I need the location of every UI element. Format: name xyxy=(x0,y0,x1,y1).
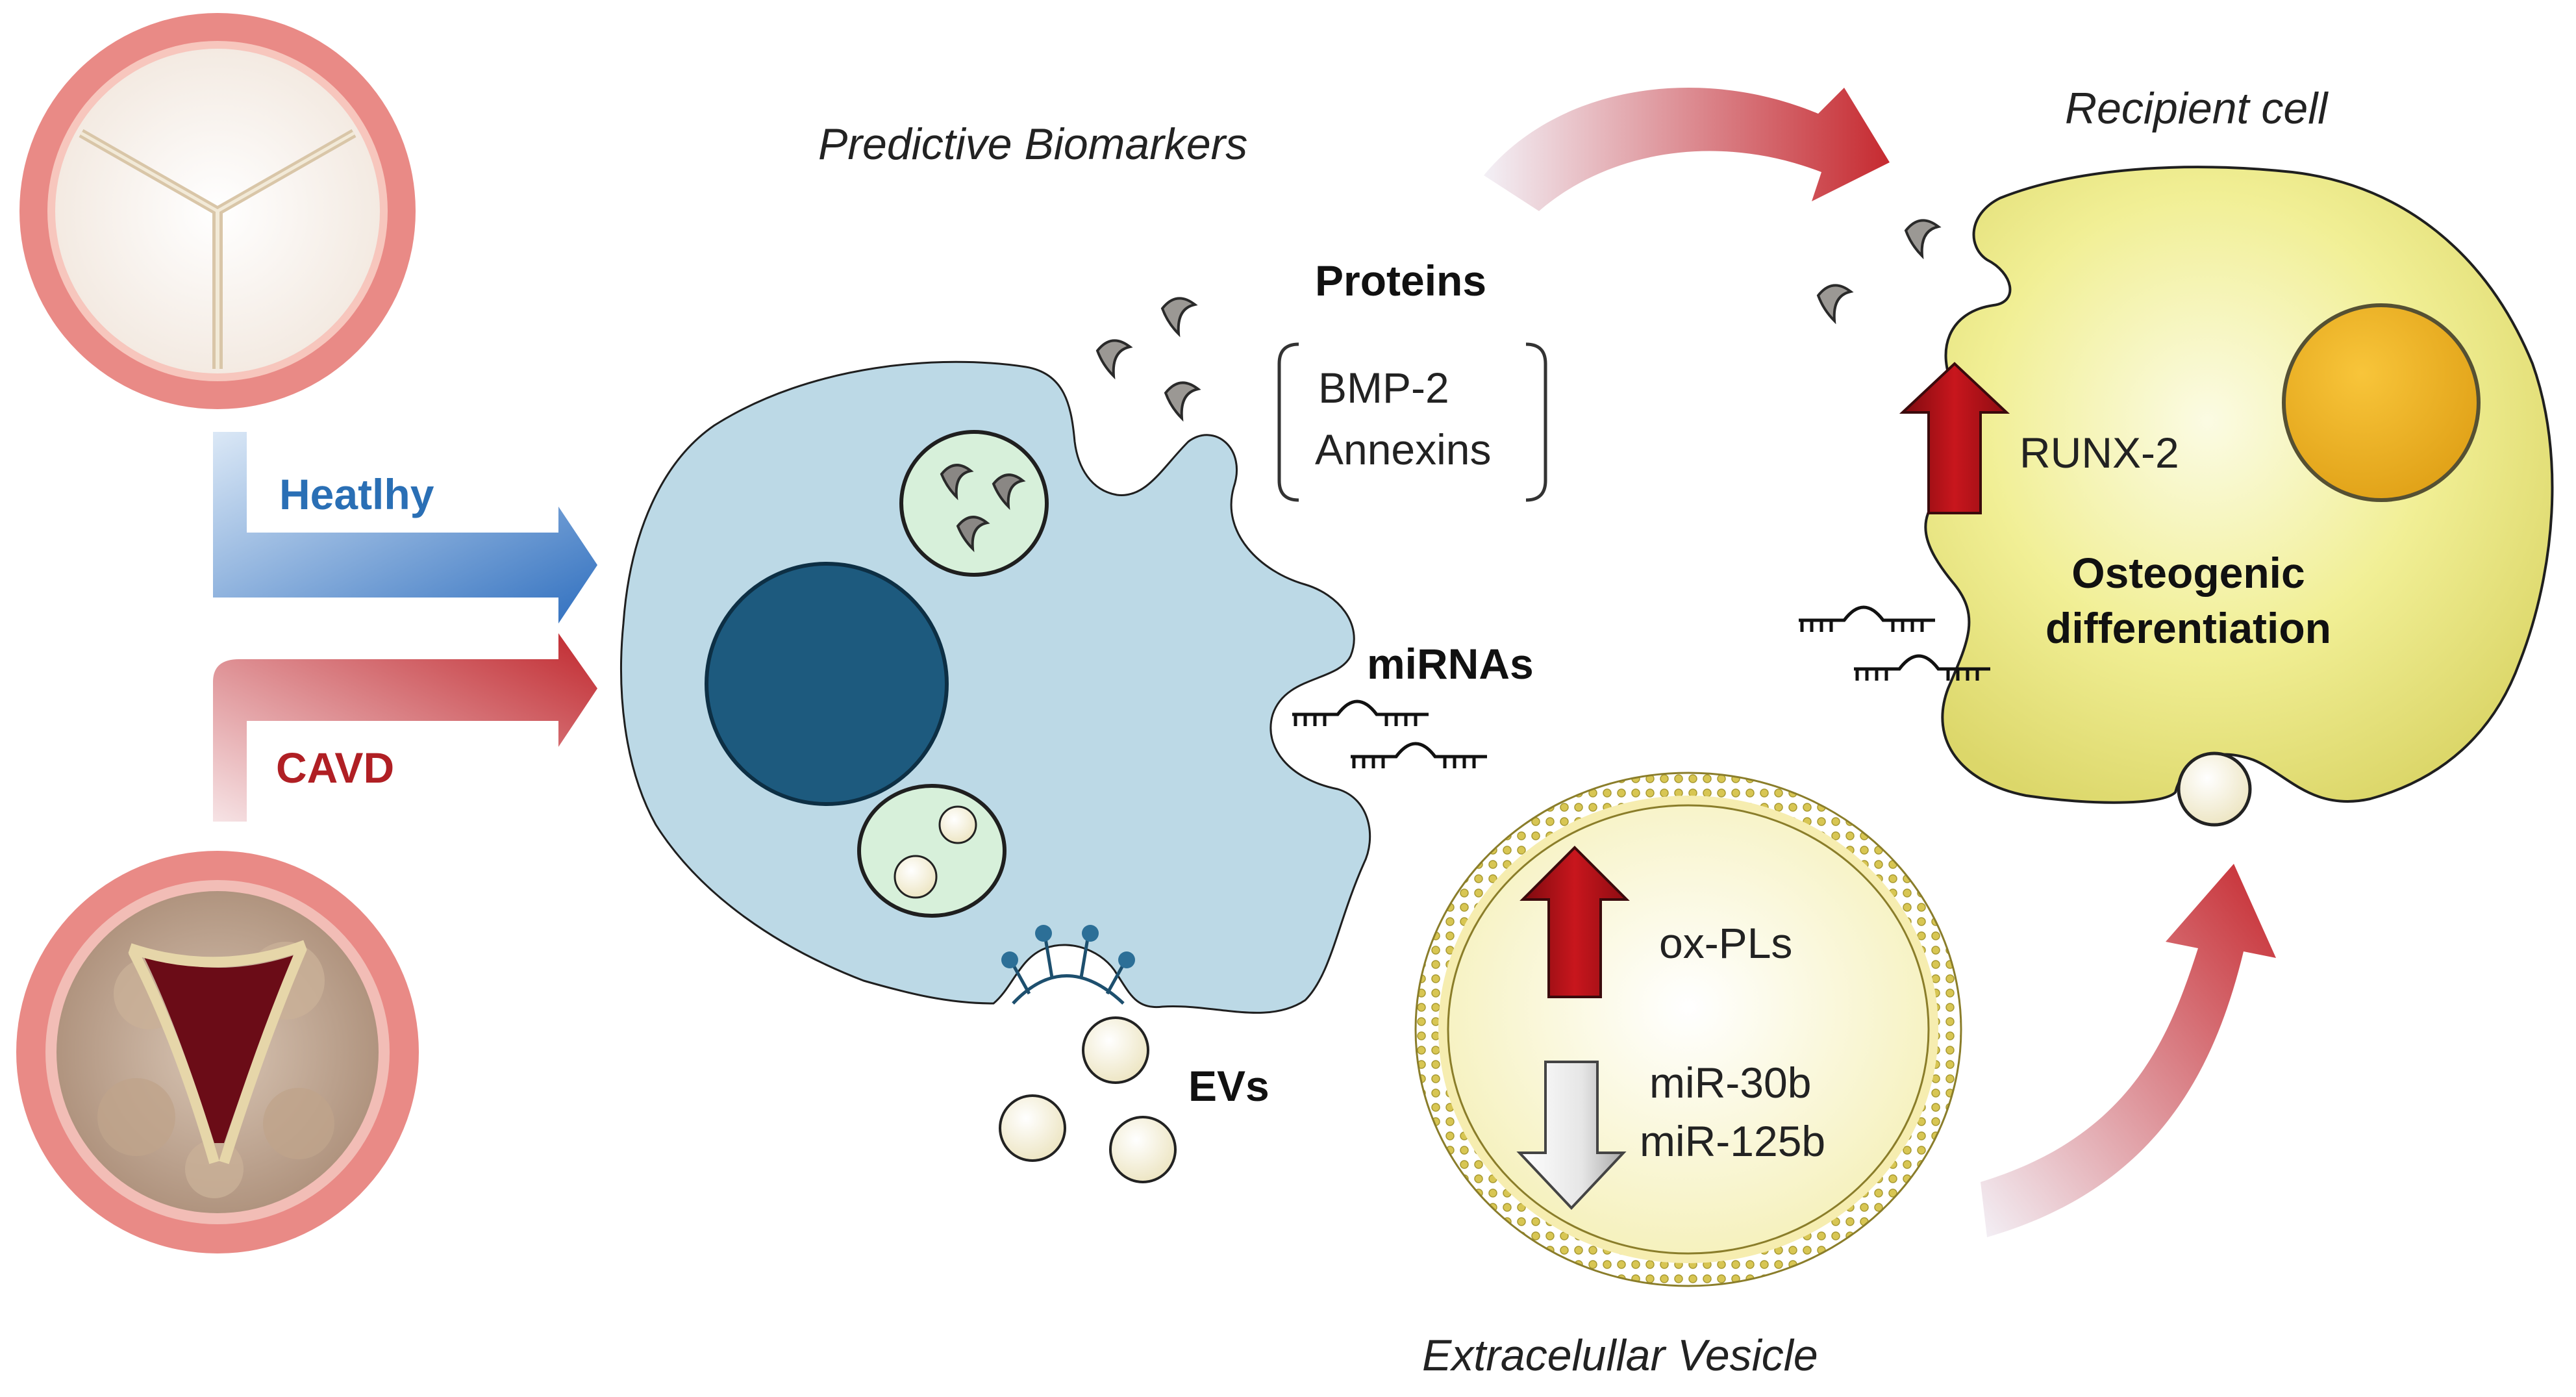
mir30b-label: miR-30b xyxy=(1649,1059,1811,1107)
protein-icon xyxy=(940,464,1026,553)
healthy-valve-icon xyxy=(19,13,416,409)
ev-icon xyxy=(999,1016,1177,1183)
healthy-arrow xyxy=(213,432,597,623)
released-proteins xyxy=(1095,297,1201,422)
donor-cell xyxy=(620,360,1371,1014)
protein-vesicle-upper xyxy=(899,430,1049,577)
evs-label: EVs xyxy=(1188,1062,1269,1110)
up-arrow-icon xyxy=(1519,846,1630,998)
donor-nucleus xyxy=(705,562,949,806)
annexins-label: Annexins xyxy=(1315,425,1492,473)
healthy-label: Heatlhy xyxy=(279,470,434,518)
cavd-label: CAVD xyxy=(276,744,394,792)
bmp2-label: BMP-2 xyxy=(1318,364,1449,412)
budding-ev-receptors xyxy=(1001,925,1135,1005)
cavd-arrow xyxy=(213,633,597,822)
extracellular-vesicle xyxy=(1414,772,1962,1287)
protein-list-bracket xyxy=(1277,342,1547,502)
mirnas-label: miRNAs xyxy=(1367,640,1534,688)
recipient-nucleus xyxy=(2282,303,2481,502)
recipient-cell-title: Recipient cell xyxy=(2065,84,2329,133)
predictive-biomarkers-title: Predictive Biomarkers xyxy=(818,120,1247,169)
down-arrow-icon xyxy=(1516,1061,1627,1210)
mirna-icon xyxy=(1292,699,1487,768)
recipient-proteins xyxy=(1816,219,1942,325)
mir125b-label: miR-125b xyxy=(1640,1117,1825,1165)
bottom-curved-arrow xyxy=(1981,864,2276,1237)
recipient-mirnas xyxy=(1799,605,1990,681)
recipient-ev xyxy=(2177,751,2252,827)
up-arrow-icon xyxy=(1899,362,2010,514)
osteogenic-label-line1: Osteogenic xyxy=(2071,549,2305,597)
runx2-label: RUNX-2 xyxy=(2020,429,2179,477)
extracellular-vesicle-title: Extracelullar Vesicle xyxy=(1422,1331,1818,1380)
proteins-label: Proteins xyxy=(1315,257,1486,305)
calcified-valve-icon xyxy=(16,851,419,1253)
osteogenic-label-line2: differentiation xyxy=(2045,604,2331,652)
ev-vesicle-lower xyxy=(857,784,1007,918)
ox-pls-label: ox-PLs xyxy=(1659,919,1792,967)
top-curved-arrow xyxy=(1484,88,1890,211)
recipient-cell xyxy=(1924,166,2554,804)
